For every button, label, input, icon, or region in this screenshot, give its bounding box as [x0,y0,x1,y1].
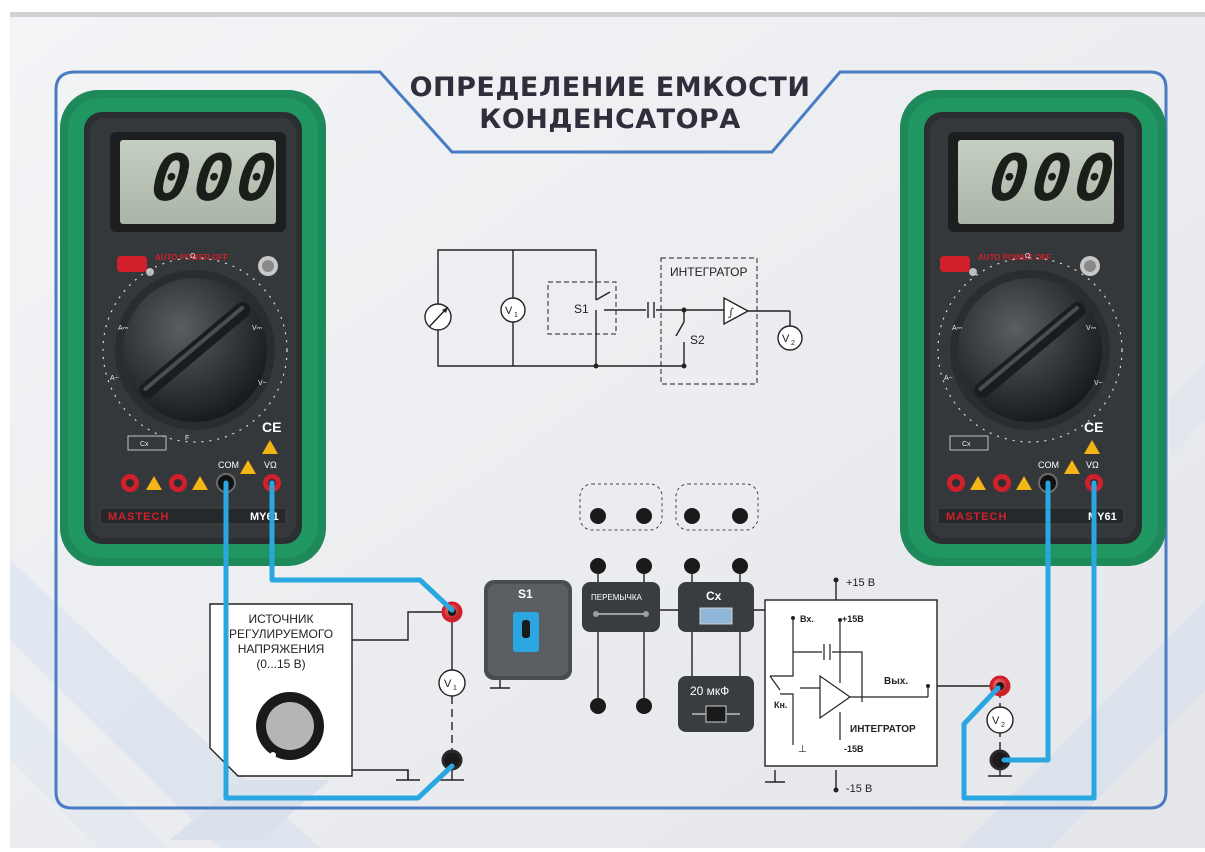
svg-text:A~: A~ [944,375,953,382]
pin-terminal[interactable] [590,558,606,574]
pin-terminal[interactable] [684,508,700,524]
integrator-kn-label: Кн. [774,700,787,710]
panel-v2-symbol [986,706,1014,734]
integrator-plus15-inner: +15В [842,614,864,624]
cx-slot-label-right: Cx [962,441,971,448]
svg-text:F: F [185,435,189,442]
pin-terminals [590,508,748,714]
schematic-v1-symbol [500,297,526,323]
lcd-digits-right: 000 [986,142,1122,216]
schematic-integral-symbol: ∫ [728,306,734,319]
svg-text:A⎓: A⎓ [952,325,963,332]
circuit-schematic [437,249,791,385]
probe-lead-right-vohm [961,480,1097,801]
schematic-integrator-label: ИНТЕГРАТОР [670,265,748,279]
power-button-left[interactable] [117,256,147,272]
cx-module: Cx [678,582,754,632]
page-title: ОПРЕДЕЛЕНИЕ ЕМКОСТИ КОНДЕНСАТОРА [390,72,830,136]
svg-text:V~: V~ [1094,380,1103,387]
voltage-source-module [209,603,353,777]
schematic-v1-sub: 1 [514,312,518,319]
vohm-label-left: VΩ [264,460,277,470]
com-label-right: COM [1038,460,1059,470]
probe-leads [223,480,1097,801]
brand-label-left: MASTECH [108,511,169,523]
page-title-line1: ОПРЕДЕЛЕНИЕ ЕМКОСТИ [409,72,811,103]
integrator-module: Вх. +15В Кн. Вых. ИНТЕГРАТОР -15В ⊥ [764,599,938,767]
voltage-source-line2: РЕГУЛИРУЕМОГО [228,627,334,641]
voltage-source-line4: (0...15 В) [256,657,306,671]
integrator-in-label: Вх. [800,614,814,624]
schematic-ammeter-symbol [424,303,452,331]
svg-text:Ω: Ω [1025,253,1030,260]
pin-terminal[interactable] [732,558,748,574]
schematic-s1-label: S1 [574,302,589,316]
power-button-right[interactable] [940,256,970,272]
svg-text:A⎓: A⎓ [118,325,129,332]
s1-module-label: S1 [518,587,533,601]
jumper-label: ПЕРЕМЫЧКА [591,593,642,602]
probe-lead-left-vohm [269,480,455,613]
schematic-v2-label: V [782,333,790,345]
pin-terminal[interactable] [590,508,606,524]
supply-plus15-label: +15 В [846,577,875,589]
svg-text:V~: V~ [258,380,267,387]
cap20-module-label: 20 мкФ [690,684,729,698]
lcd-screen-right [958,140,1114,224]
lcd-digits-left: 000 [148,142,284,216]
pin-terminal[interactable] [636,698,652,714]
jumper-pins-group [579,483,663,531]
svg-text:V⎓: V⎓ [1086,325,1097,332]
voltage-source-line1: ИСТОЧНИК [248,612,314,626]
power-label-left: AUTO POWER OFF [155,253,228,262]
schematic-s2-label: S2 [690,333,705,347]
svg-text:CE: CE [262,419,281,435]
capacitor-pins-group [675,483,759,531]
schematic-v2-sub: 2 [791,340,795,347]
panel-v1-symbol [438,669,466,697]
schematic-v2-symbol [777,325,803,351]
schematic-v1-label: V [505,305,513,317]
multimeter-left: AUTO POWER OFF A⎓ A~ V⎓ V~ Ω F Cx CE COM [60,90,326,566]
vohm-label-right: VΩ [1086,460,1099,470]
voltage-source-label: ИСТОЧНИК РЕГУЛИРУЕМОГО НАПРЯЖЕНИЯ (0...1… [214,612,348,672]
lcd-screen-left [120,140,276,224]
cx-module-label: Cx [706,589,722,603]
capacitor-20uf-module: 20 мкФ [678,676,754,732]
integrator-title: ИНТЕГРАТОР [850,724,916,735]
switch-s1-module: S1 [484,580,572,680]
voltage-source-line3: НАПРЯЖЕНИЯ [237,642,325,656]
cx-slot-label-left: Cx [140,441,149,448]
svg-text:A~: A~ [110,375,119,382]
probe-lead-right-com [1001,480,1051,763]
pin-terminal[interactable] [732,508,748,524]
svg-text:CE: CE [1084,419,1103,435]
panel-v1-label: V [444,678,452,690]
page-title-line2: КОНДЕНСАТОРА [479,104,741,135]
com-label-left: COM [218,460,239,470]
panel-v2-sub: 2 [1001,722,1005,729]
power-label-right: AUTO POWER OFF [978,253,1051,262]
pin-terminal[interactable] [590,698,606,714]
pin-terminal[interactable] [684,558,700,574]
panel-v1-sub: 1 [453,685,457,692]
multimeter-right: AUTO POWER OFF A⎓A~ V⎓V~ Ω Cx CE COM VΩ … [900,90,1166,566]
poster-frame [54,70,1168,810]
svg-text:⊥: ⊥ [798,744,807,755]
brand-label-right: MASTECH [946,511,1007,523]
integrator-minus15-inner: -15В [844,744,864,754]
panel-v2-label: V [992,715,1000,727]
integrator-out-label: Вых. [884,676,908,687]
jumper-module: ПЕРЕМЫЧКА [582,582,660,632]
pin-terminal[interactable] [636,508,652,524]
supply-minus15-label: -15 В [846,783,872,795]
pin-terminal[interactable] [636,558,652,574]
svg-text:V⎓: V⎓ [252,325,263,332]
probe-lead-left-com [223,480,455,801]
svg-text:Ω: Ω [190,253,195,260]
